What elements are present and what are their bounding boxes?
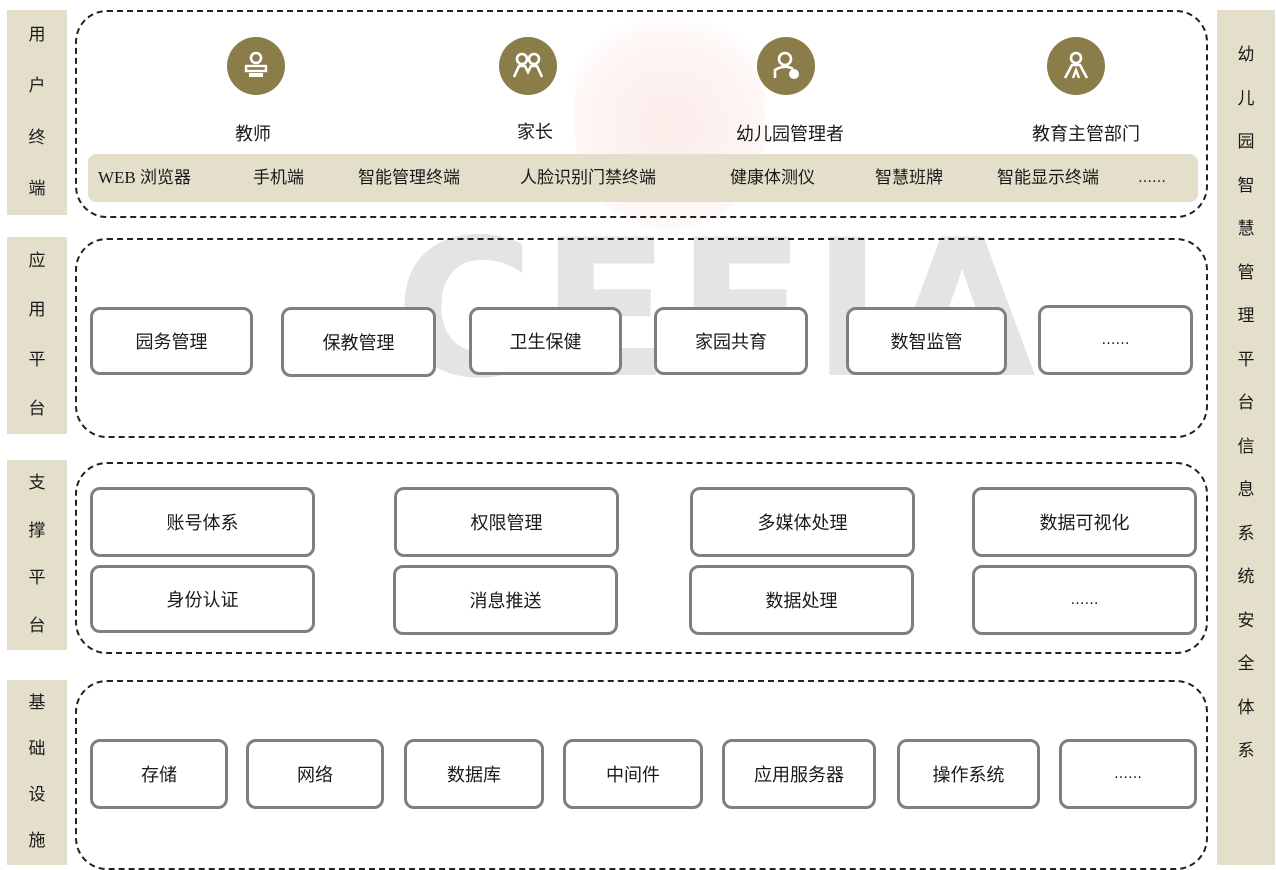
app-platform-layer — [75, 238, 1208, 438]
support-box: 权限管理 — [394, 487, 619, 557]
parents-icon — [499, 37, 557, 95]
terminal-health-meter: 健康体测仪 — [730, 168, 815, 188]
label-char: 全 — [1237, 654, 1255, 674]
layer-label-support-platform: 支 撑 平 台 — [7, 460, 67, 650]
label-char: 施 — [28, 831, 46, 852]
label-char: 儿 — [1237, 88, 1255, 109]
label-char: 设 — [28, 785, 46, 806]
label-char: 理 — [1237, 306, 1255, 326]
support-box: 消息推送 — [393, 565, 618, 635]
infra-box: 应用服务器 — [722, 739, 876, 809]
infra-box: 网络 — [246, 739, 384, 809]
label-char: 幼 — [1237, 45, 1255, 65]
label-char: 园 — [1237, 132, 1255, 152]
terminal-class-board: 智慧班牌 — [875, 168, 943, 188]
infra-box: 存储 — [90, 739, 228, 809]
label-char: 统 — [1237, 567, 1255, 587]
label-char: 端 — [28, 178, 46, 199]
user-label-department: 教育主管部门 — [1032, 124, 1140, 145]
label-char: 终 — [28, 127, 46, 148]
infra-box: 数据库 — [404, 739, 544, 809]
label-char: 台 — [1237, 393, 1255, 413]
label-char: 基 — [28, 692, 46, 713]
support-box: 数据可视化 — [972, 487, 1197, 557]
label-char: 系 — [1237, 741, 1255, 761]
terminal-face-access: 人脸识别门禁终端 — [520, 168, 656, 188]
terminal-more: …… — [1138, 170, 1166, 186]
label-char: 用 — [28, 25, 46, 46]
terminal-smart-display: 智能显示终端 — [997, 168, 1099, 188]
label-char: 台 — [28, 398, 46, 419]
label-char: 平 — [1237, 349, 1255, 370]
user-label-teacher: 教师 — [235, 124, 271, 145]
support-box: 数据处理 — [689, 565, 914, 635]
label-char: 息 — [1237, 480, 1255, 500]
app-box: 卫生保健 — [469, 307, 622, 375]
label-char: 信 — [1237, 436, 1255, 457]
infra-box: 中间件 — [563, 739, 703, 809]
terminal-web: WEB 浏览器 — [98, 168, 192, 187]
label-char: 础 — [28, 738, 46, 759]
teacher-icon — [227, 37, 285, 95]
label-char: 应 — [28, 251, 46, 272]
label-char: 平 — [28, 568, 46, 589]
app-box: 保教管理 — [281, 307, 436, 377]
layer-label-infrastructure: 基 础 设 施 — [7, 680, 67, 865]
label-char: 台 — [28, 615, 46, 636]
department-icon — [1047, 37, 1105, 95]
security-system-bar: 幼 儿 园 智 慧 管 理 平 台 信 息 系 统 安 全 体 系 — [1217, 10, 1275, 865]
label-char: 智 — [1237, 175, 1255, 196]
user-label-parents: 家长 — [517, 122, 553, 143]
label-char: 支 — [28, 473, 46, 494]
infra-box: 操作系统 — [897, 739, 1040, 809]
app-box: 数智监管 — [846, 307, 1007, 375]
admin-icon — [757, 37, 815, 95]
label-char: 慧 — [1237, 219, 1255, 239]
layer-label-app-platform: 应 用 平 台 — [7, 237, 67, 434]
terminal-strip — [88, 154, 1198, 202]
label-char: 管 — [1237, 262, 1255, 283]
support-box: 账号体系 — [90, 487, 315, 557]
app-box-more: …… — [1038, 305, 1193, 375]
layer-label-user-terminal: 用 户 终 端 — [7, 10, 67, 215]
support-platform-layer — [75, 462, 1208, 654]
support-box: 身份认证 — [90, 565, 315, 633]
app-box: 家园共育 — [654, 307, 808, 375]
label-char: 户 — [28, 76, 46, 97]
label-char: 平 — [28, 349, 46, 370]
terminal-mobile: 手机端 — [253, 168, 304, 188]
label-char: 体 — [1237, 697, 1255, 718]
app-box: 园务管理 — [90, 307, 253, 375]
label-char: 用 — [28, 300, 46, 321]
support-box: 多媒体处理 — [690, 487, 915, 557]
label-char: 撑 — [28, 520, 46, 541]
terminal-smart-management: 智能管理终端 — [358, 168, 460, 188]
label-char: 安 — [1237, 610, 1255, 631]
infra-box-more: …… — [1059, 739, 1197, 809]
user-terminal-layer — [75, 10, 1208, 218]
support-box-more: …… — [972, 565, 1197, 635]
label-char: 系 — [1237, 523, 1255, 544]
user-label-admin: 幼儿园管理者 — [736, 124, 844, 145]
